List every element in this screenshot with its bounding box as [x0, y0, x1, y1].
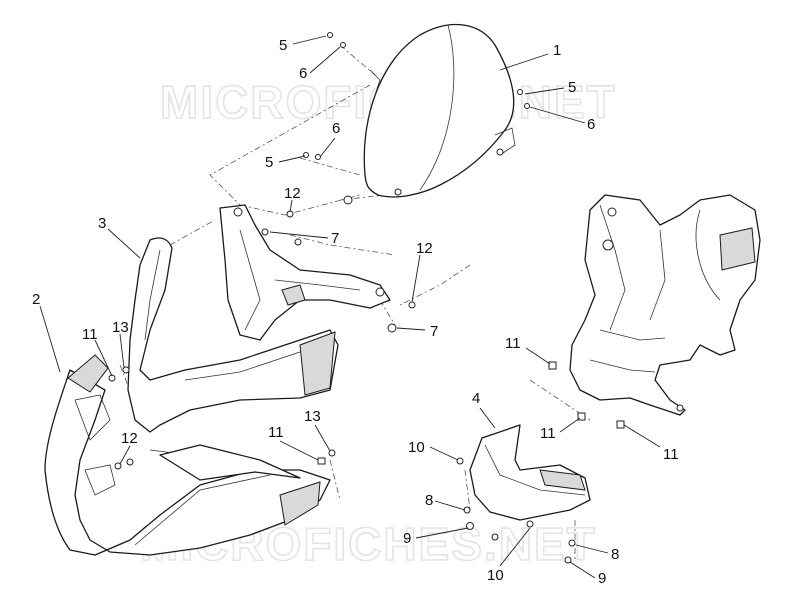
callout-6c: 6 [332, 120, 340, 137]
front-bracket-frame [219, 204, 391, 341]
callout-6a: 6 [299, 65, 307, 82]
callout-8a: 8 [425, 492, 433, 509]
callout-11a: 11 [82, 326, 98, 343]
callout-6b: 6 [587, 116, 595, 133]
callout-9a: 9 [403, 530, 411, 547]
callout-3: 3 [98, 215, 106, 232]
callout-5b: 5 [568, 79, 576, 96]
callout-11b: 11 [505, 335, 521, 352]
part-4-lower-cover [469, 424, 591, 521]
callout-13b: 13 [304, 408, 321, 425]
callout-11e: 11 [268, 424, 284, 441]
callout-5a: 5 [279, 37, 287, 54]
callout-10a: 10 [408, 439, 425, 456]
headlight-support-assembly [569, 194, 761, 416]
callout-8b: 8 [611, 546, 619, 563]
callout-2: 2 [32, 291, 40, 308]
part-2-left-panel [44, 354, 331, 556]
callout-12c: 12 [121, 430, 138, 447]
callout-11d: 11 [663, 446, 679, 463]
leader-lines [39, 35, 661, 579]
callout-5c: 5 [265, 154, 273, 171]
callout-12a: 12 [284, 185, 301, 202]
part-3-upper-fairing [127, 237, 339, 433]
callout-labels: 1 2 3 4 5 5 5 6 6 6 7 7 8 8 9 9 10 10 11… [32, 37, 679, 587]
callout-7b: 7 [430, 323, 438, 340]
callout-13a: 13 [112, 319, 129, 336]
callout-9b: 9 [598, 570, 606, 587]
part-1-windscreen [363, 23, 516, 198]
callout-10b: 10 [487, 567, 504, 584]
callout-7a: 7 [331, 230, 339, 247]
callout-4: 4 [472, 390, 480, 407]
callout-11c: 11 [540, 425, 556, 442]
callout-12b: 12 [416, 240, 433, 257]
callout-1: 1 [553, 42, 561, 59]
